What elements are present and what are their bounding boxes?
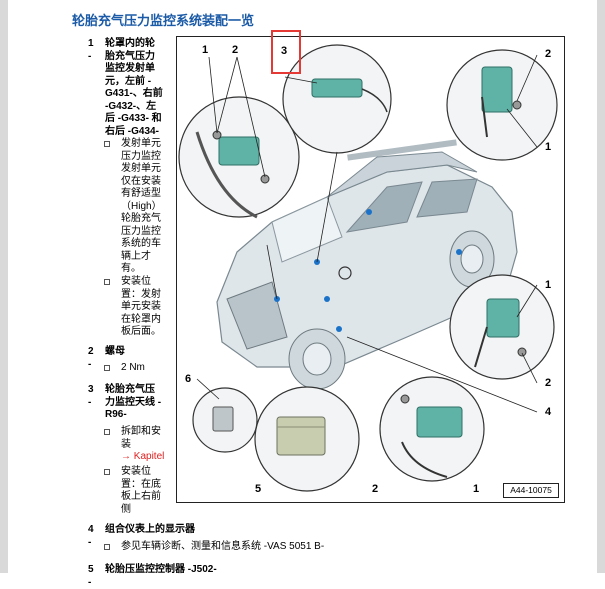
car-diagram: 1 2 3 2 1 1 2 6 4 5 2 1 [178, 44, 558, 495]
car-illustration [216, 139, 518, 390]
bullet-square-icon [104, 365, 110, 371]
highlight-box [271, 30, 301, 74]
bullet-square-icon [104, 141, 110, 147]
callout-4-right: 4 [545, 406, 552, 418]
callout-2-bottom: 2 [372, 483, 378, 495]
left-margin-bar [0, 0, 8, 573]
page-title: 轮胎充气压力监控系统装配一览 [72, 13, 255, 28]
detail-front-right-sensor [446, 49, 558, 161]
item-3-heading: 轮胎充气压 力监控天线 - R96- [105, 384, 162, 420]
callout-1-top-right: 1 [545, 141, 551, 153]
callout-1-top-left: 1 [202, 44, 208, 56]
system-overview-figure: 1 2 3 2 1 1 2 6 4 5 2 1 [176, 36, 565, 503]
callout-2-right: 2 [545, 377, 551, 389]
callout-1-right: 1 [545, 279, 551, 291]
leader-lines [196, 54, 538, 413]
detail-display [192, 387, 258, 453]
item-5-heading: 轮胎压监控控制器 -J502- [105, 564, 217, 575]
bullet-square-icon [104, 429, 110, 435]
right-scrollbar-track[interactable] [597, 0, 605, 573]
callout-3-top: 3 [281, 45, 287, 57]
callout-2-top-right: 2 [545, 48, 551, 60]
item-2-number: 2 - [88, 346, 94, 370]
callout-6-left: 6 [185, 373, 191, 385]
item-5-number: 5 - [88, 564, 94, 588]
callout-1-bottom: 1 [473, 483, 479, 495]
bullet-square-icon [104, 469, 110, 475]
bullet-square-icon [104, 279, 110, 285]
callout-5-bottom: 5 [255, 483, 261, 495]
detail-antenna [282, 44, 392, 154]
item-4-number: 4 - [88, 524, 94, 548]
detail-control-unit [254, 386, 360, 492]
bullet-square-icon [104, 544, 110, 550]
item-2-heading: 螺母 [105, 346, 125, 357]
item-4-heading: 组合仪表上的显示器 [105, 524, 195, 535]
detail-rear-left-sensor [379, 376, 485, 482]
item-3-number: 3 - [88, 384, 94, 408]
kapitel-link[interactable]: → Kapitel [121, 451, 165, 462]
callout-2-top-left: 2 [232, 44, 238, 56]
detail-rear-right-sensor [449, 274, 555, 380]
item-1-number: 1 - [88, 38, 94, 62]
figure-id-label: A44-10075 [503, 483, 559, 498]
detail-front-left-sensor [178, 96, 300, 219]
item-1-heading: 轮罩内的轮 胎充气压力 监控发射单 元，左前 - G431-、右前 -G432-… [105, 38, 163, 137]
